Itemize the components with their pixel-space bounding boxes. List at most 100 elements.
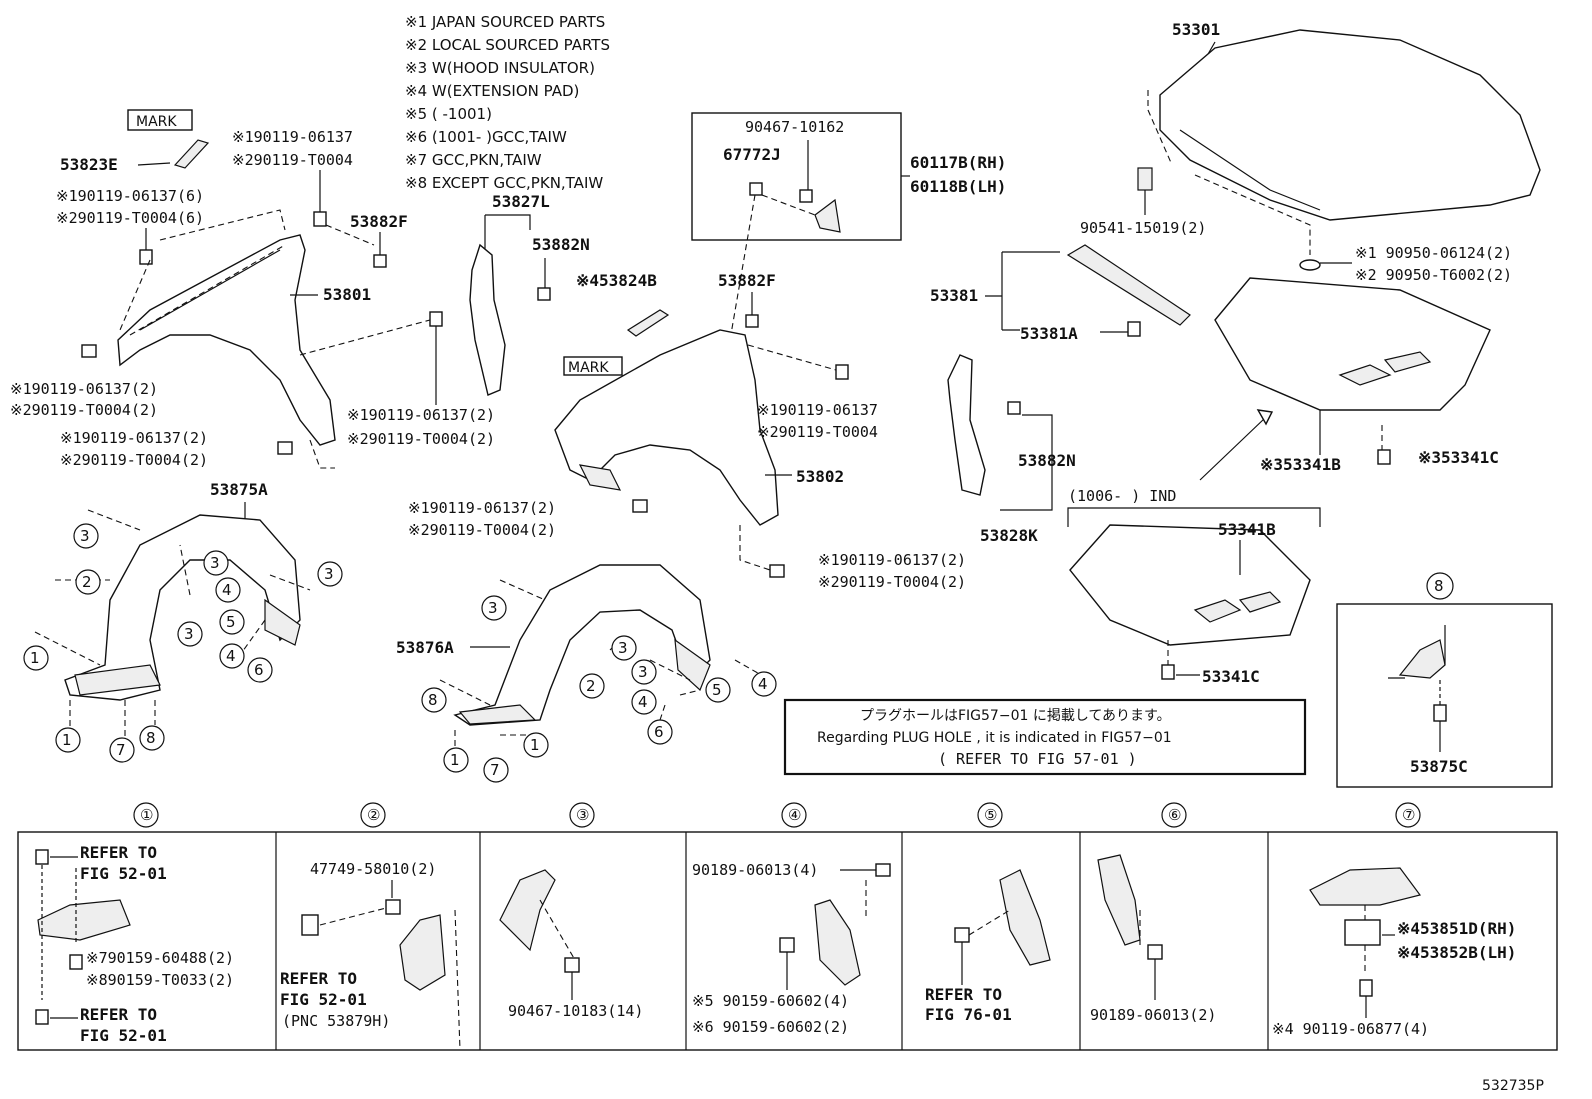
part-label-53381[interactable]: 53381 <box>930 286 978 305</box>
svg-text:3: 3 <box>324 565 334 583</box>
note-jp: プラグホールはFIG57−01 に掲載してあります。 <box>860 708 1171 724</box>
callout-1: 1 <box>55 727 81 753</box>
callout-3: 3 <box>73 523 99 549</box>
detail-box-2: 47749-58010(2) REFER TO FIG 52-01 (PNC 5… <box>280 860 461 1051</box>
detail-text[interactable]: 90189-06013(2) <box>1090 1006 1216 1024</box>
svg-text:4: 4 <box>226 647 236 665</box>
detail-text[interactable]: ※790159-60488(2) <box>86 949 234 967</box>
part-label-53381A[interactable]: 53381A <box>1020 324 1078 343</box>
bolt-label[interactable]: ※190119-06137(6) <box>56 187 204 205</box>
bolt-label[interactable]: ※290119-T0004 <box>757 423 878 441</box>
detail-text[interactable]: REFER TO <box>80 1005 157 1024</box>
hood-53301[interactable] <box>1159 29 1541 221</box>
detail-text[interactable]: ※453851D(RH) <box>1397 919 1516 938</box>
detail-text[interactable]: REFER TO <box>80 843 157 862</box>
part-label-53301[interactable]: 53301 <box>1172 20 1220 39</box>
part-label-53827L[interactable]: 53827L <box>492 192 550 211</box>
bolt-label[interactable]: ※290119-T0004(2) <box>408 521 556 539</box>
bolt-label[interactable]: ※190119-06137(2) <box>10 380 158 398</box>
legend-line: ※2 LOCAL SOURCED PARTS <box>405 36 610 54</box>
legend-line: ※7 GCC,PKN,TAIW <box>405 151 542 169</box>
note-ref[interactable]: ( REFER TO FIG 57-01 ) <box>938 750 1137 768</box>
detail-text[interactable]: FIG 52-01 <box>280 990 367 1009</box>
bolt-label[interactable]: ※290119-T0004(2) <box>818 573 966 591</box>
detail-text[interactable]: ※4 90119-06877(4) <box>1272 1020 1429 1038</box>
seal-53381[interactable] <box>1066 244 1191 326</box>
detail-text[interactable]: 90189-06013(4) <box>692 861 818 879</box>
clip-icon <box>745 314 759 328</box>
part-label-67772J[interactable]: 67772J <box>723 145 781 164</box>
cushion-icon <box>1137 167 1153 191</box>
bolt-label[interactable]: ※290119-T0004 <box>232 151 353 169</box>
part-label-90950-T6002[interactable]: ※2 90950-T6002(2) <box>1355 266 1512 284</box>
part-label-53882N[interactable]: 53882N <box>532 235 590 254</box>
legend-line: ※6 (1001- )GCC,TAIW <box>405 128 567 146</box>
part-label-53876A[interactable]: 53876A <box>396 638 454 657</box>
part-label-53801[interactable]: 53801 <box>323 285 371 304</box>
bolt-label[interactable]: ※190119-06137 <box>757 401 878 419</box>
mark-box <box>127 109 193 131</box>
part-label-53341B[interactable]: ※353341B <box>1260 455 1341 474</box>
clip-icon <box>1161 664 1175 680</box>
detail-box-4: 90189-06013(4) ※5 90159-60602(4) ※6 9015… <box>692 861 891 1036</box>
callout-8: 8 <box>139 725 165 751</box>
hood-insulator-53341B-ind[interactable] <box>1069 524 1311 646</box>
bolt-label[interactable]: ※190119-06137(2) <box>818 551 966 569</box>
part-label-53823E[interactable]: 53823E <box>60 155 118 174</box>
part-label-53882F[interactable]: 53882F <box>718 271 776 290</box>
fender-53802[interactable] <box>554 329 779 526</box>
callout-5: 5 <box>705 677 731 703</box>
part-label-53875A[interactable]: 53875A <box>210 480 268 499</box>
svg-text:⑦: ⑦ <box>1402 806 1415 824</box>
detail-text[interactable]: FIG 76-01 <box>925 1005 1012 1024</box>
part-label-60117B[interactable]: 60117B(RH) <box>910 153 1006 172</box>
callout-6: 6 <box>247 657 273 683</box>
part-label-53341B[interactable]: 53341B <box>1218 520 1276 539</box>
detail-text[interactable]: 47749-58010(2) <box>310 860 436 878</box>
detail-text[interactable]: REFER TO <box>925 985 1002 1004</box>
detail-num-5: ⑤ <box>977 802 1003 828</box>
bolt-label[interactable]: ※290119-T0004(6) <box>56 209 204 227</box>
part-label-53341C[interactable]: 53341C <box>1202 667 1260 686</box>
bracket-53828K[interactable] <box>947 354 986 496</box>
svg-text:5: 5 <box>712 681 722 699</box>
legend-line: ※4 W(EXTENSION PAD) <box>405 82 579 100</box>
bolt-icon <box>277 441 293 455</box>
bolt-label[interactable]: ※290119-T0004(2) <box>60 451 208 469</box>
part-label-53828K[interactable]: 53828K <box>980 526 1038 545</box>
bracket-53827L[interactable] <box>469 243 506 396</box>
bolt-label[interactable]: ※190119-06137(2) <box>408 499 556 517</box>
svg-text:8: 8 <box>146 729 156 747</box>
hood-insulator-53341B[interactable] <box>1214 277 1491 411</box>
svg-text:8: 8 <box>1434 577 1444 595</box>
part-label-53875C[interactable]: 53875C <box>1410 757 1468 776</box>
part-label-53882F[interactable]: 53882F <box>350 212 408 231</box>
fender-liner-53876A[interactable] <box>453 564 711 726</box>
part-label-90950-06124[interactable]: ※1 90950-06124(2) <box>1355 244 1512 262</box>
fender-53801[interactable] <box>117 234 336 446</box>
detail-text[interactable]: ※453852B(LH) <box>1397 943 1516 962</box>
detail-text[interactable]: (PNC 53879H) <box>282 1012 390 1030</box>
part-label-53802[interactable]: 53802 <box>796 467 844 486</box>
svg-text:⑤: ⑤ <box>984 806 997 824</box>
callout-3: 3 <box>317 561 343 587</box>
part-label-60118B[interactable]: 60118B(LH) <box>910 177 1006 196</box>
bolt-label[interactable]: ※290119-T0004(2) <box>10 401 158 419</box>
part-label-53824B[interactable]: ※453824B <box>576 271 657 290</box>
detail-text[interactable]: ※5 90159-60602(4) <box>692 992 849 1010</box>
bolt-label[interactable]: ※290119-T0004(2) <box>347 430 495 448</box>
detail-text[interactable]: 90467-10183(14) <box>508 1002 643 1020</box>
bolt-label[interactable]: ※190119-06137(2) <box>347 406 495 424</box>
part-label-53341C[interactable]: ※353341C <box>1418 448 1499 467</box>
bolt-label[interactable]: ※190119-06137(2) <box>60 429 208 447</box>
part-label-90541[interactable]: 90541-15019(2) <box>1080 219 1206 237</box>
detail-text[interactable]: ※890159-T0033(2) <box>86 971 234 989</box>
bolt-label[interactable]: ※190119-06137 <box>232 128 353 146</box>
detail-text[interactable]: REFER TO <box>280 969 357 988</box>
detail-text[interactable]: FIG 52-01 <box>80 1026 167 1045</box>
part-label-53882N[interactable]: 53882N <box>1018 451 1076 470</box>
detail-text[interactable]: ※6 90159-60602(2) <box>692 1018 849 1036</box>
svg-text:3: 3 <box>80 527 90 545</box>
part-label-90467-10162[interactable]: 90467-10162 <box>745 118 844 136</box>
detail-text[interactable]: FIG 52-01 <box>80 864 167 883</box>
